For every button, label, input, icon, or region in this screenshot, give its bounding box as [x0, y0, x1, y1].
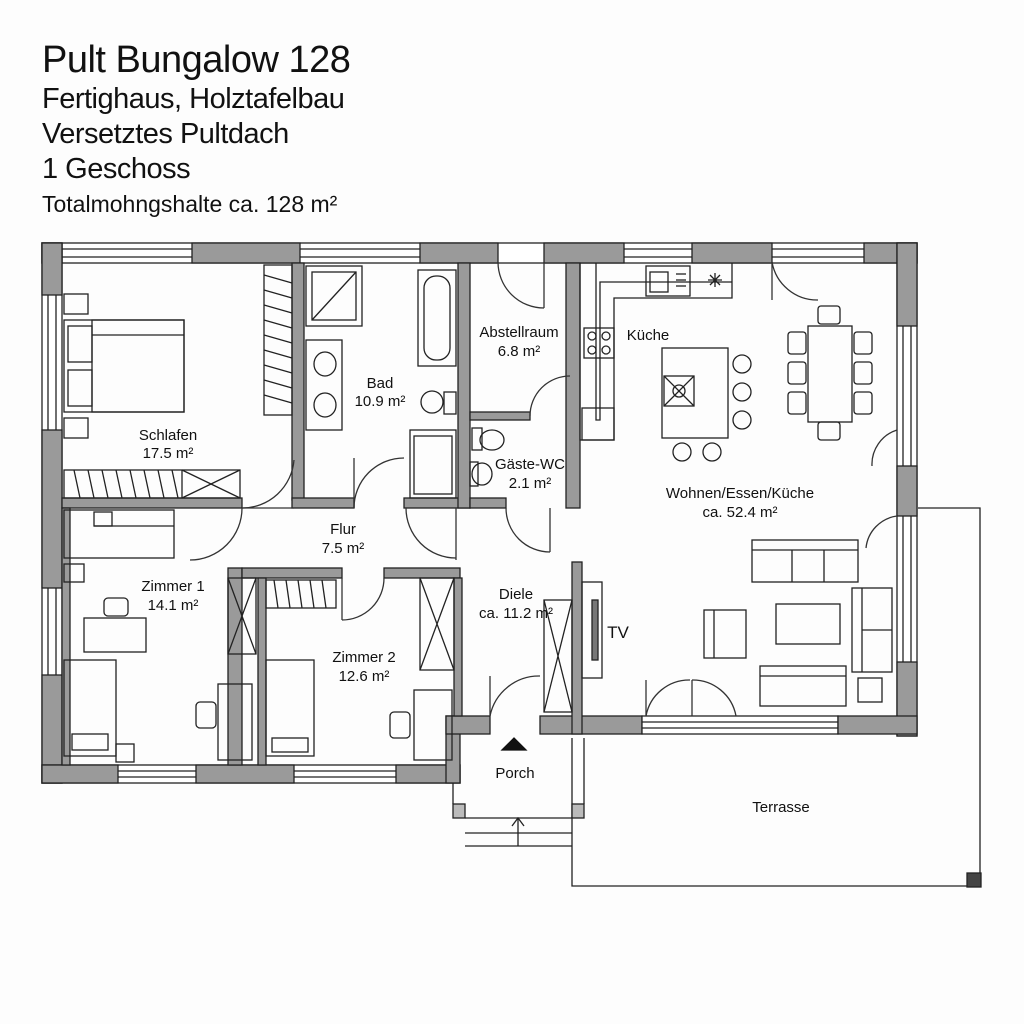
- room-label-bad: Bad: [367, 375, 394, 392]
- room-area-schlafen: 17.5 m²: [143, 445, 194, 462]
- room-label-zimmer1: Zimmer 1: [141, 578, 204, 595]
- title-block: Pult Bungalow 128 Fertighaus, Holztafelb…: [42, 38, 351, 221]
- room-area-bad: 10.9 m²: [355, 393, 406, 410]
- dining-set: [787, 305, 873, 441]
- room-label-schlafen: Schlafen: [139, 427, 197, 444]
- terrace-outline: [571, 507, 982, 888]
- kitchen-fixtures: [579, 263, 752, 462]
- room-label-diele: Diele: [499, 586, 533, 603]
- diele-wardrobe: [543, 599, 573, 713]
- construction-type: Fertighaus, Holztafelbau: [42, 83, 345, 115]
- room-area-flur: 7.5 m²: [322, 540, 365, 557]
- room-label-gaeste-wc: Gäste-WC: [495, 456, 565, 473]
- storeys: 1 Geschoss: [42, 153, 191, 185]
- roof-type: Versetztes Pultdach: [42, 118, 289, 150]
- room-area-zimmer1: 14.1 m²: [148, 597, 199, 614]
- room-label-abstellraum: Abstellraum: [479, 324, 558, 341]
- room-area-zimmer2: 12.6 m²: [339, 668, 390, 685]
- living-furniture: [581, 539, 893, 707]
- bathroom-fixtures: [305, 265, 457, 499]
- porch-outline: [452, 738, 585, 847]
- zimmer2-furniture: [265, 577, 455, 761]
- room-label-porch: Porch: [495, 765, 534, 782]
- interior-walls: [61, 262, 583, 766]
- guest-wc-fixtures: [469, 427, 505, 487]
- door-swings: [189, 261, 898, 717]
- room-area-abstellraum: 6.8 m²: [498, 343, 541, 360]
- bedroom-furniture: [63, 264, 293, 499]
- room-area-wohnen: ca. 52.4 m²: [702, 504, 777, 521]
- total-area: Totalmohngshalte ca. 128 m²: [42, 191, 338, 217]
- room-label-wohnen: Wohnen/Essen/Küche: [666, 485, 814, 502]
- room-area-gaeste-wc: 2.1 m²: [509, 475, 552, 492]
- windows: [47, 248, 912, 778]
- room-label-flur: Flur: [330, 521, 356, 538]
- room-area-diele: ca. 11.2 m²: [479, 605, 553, 622]
- zimmer1-furniture: [63, 509, 257, 763]
- room-label-zimmer2: Zimmer 2: [332, 649, 395, 666]
- entrance-arrow: [500, 737, 528, 751]
- plan-title: Pult Bungalow 128: [42, 39, 351, 81]
- room-label-kueche: Küche: [627, 327, 670, 344]
- exterior-walls: [41, 242, 918, 784]
- tv-label: TV: [607, 623, 629, 642]
- room-label-terrasse: Terrasse: [752, 799, 810, 816]
